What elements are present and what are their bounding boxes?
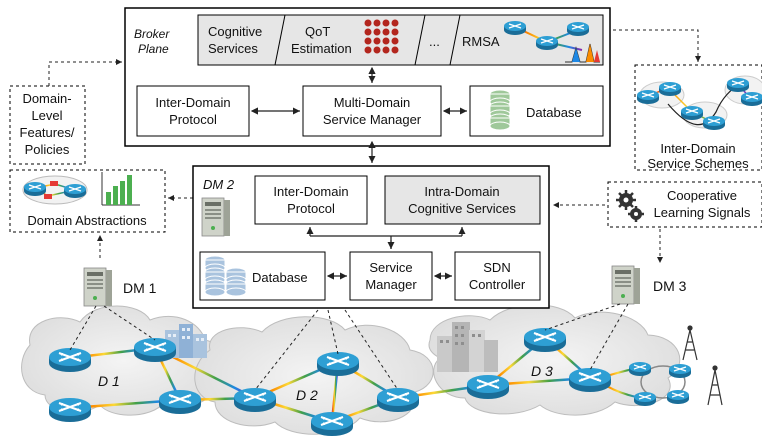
bar-chart-icon [101, 172, 140, 206]
cognitive-services-line2: Services [208, 41, 258, 56]
dm1-control-links [69, 305, 156, 351]
dm2-interdomain-line2: Protocol [287, 201, 335, 216]
dm2-control-links [254, 309, 399, 391]
router-icon [158, 389, 202, 415]
router-icon [233, 387, 277, 413]
broker-title-line1: Broker [134, 27, 170, 41]
dm3-server-icon [611, 265, 641, 305]
qot-line2: Estimation [291, 41, 352, 56]
policies-line4: Policies [25, 142, 70, 157]
router-icon [48, 347, 92, 373]
service-schemes-line2: Service Schemes [647, 156, 749, 171]
multi-domain-service-manager-box [302, 85, 442, 137]
dm3-control-links [544, 303, 629, 371]
router-icon [466, 374, 510, 400]
domain-d3-label: D 3 [531, 363, 553, 379]
dm1-label: DM 1 [123, 280, 157, 296]
router-icon [523, 327, 567, 353]
antenna-tower-icon [682, 325, 723, 406]
intradomain-cognitive-box [384, 175, 541, 225]
router-icon [310, 411, 354, 437]
dm3-label: DM 3 [653, 278, 687, 294]
rmsa-topology-icon [503, 20, 600, 63]
cognitive-services-banner: Cognitive Services QoT Estimation ... RM… [197, 14, 604, 66]
learning-signals-line1: Cooperative [667, 188, 737, 203]
broker-arrows [250, 66, 467, 115]
router-icon [133, 337, 177, 363]
dm2-server-icon [201, 197, 231, 237]
rmsa-label: RMSA [462, 34, 500, 49]
dm1-server-icon [83, 267, 113, 307]
dm2-interdomain-line1: Inter-Domain [273, 184, 348, 199]
policies-line3: Features/ [20, 125, 75, 140]
dm2-title: DM 2 [203, 177, 235, 192]
interdomain-schemes-icon [636, 75, 762, 131]
dm2-manager-line2: Manager [365, 277, 417, 292]
broker-interdomain-line1: Inter-Domain [155, 95, 230, 110]
domain-d2-label: D 2 [296, 387, 318, 403]
policies-line1: Domain- [22, 91, 71, 106]
policies-line2: Level [31, 108, 62, 123]
qot-line1: QoT [305, 24, 330, 39]
broker-database-label: Database [526, 105, 582, 120]
router-icon [316, 351, 360, 377]
router-icon [568, 367, 612, 393]
router-icon [376, 387, 420, 413]
city-buildings-icon [437, 322, 498, 372]
service-schemes-line1: Inter-Domain [660, 141, 735, 156]
service-manager-line2: Service Manager [323, 112, 422, 127]
sdn-line2: Controller [469, 277, 526, 292]
dm2-database-label: Database [252, 270, 308, 285]
dm2-service-manager-box [349, 251, 433, 301]
broker-title-line2: Plane [138, 42, 169, 56]
service-manager-line1: Multi-Domain [334, 95, 411, 110]
sdn-line1: SDN [483, 260, 510, 275]
broker-interdomain-line2: Protocol [169, 112, 217, 127]
dm2-manager-line1: Service [369, 260, 412, 275]
router-icon [48, 397, 92, 423]
ellipsis-label: ... [429, 34, 440, 49]
cognitive-services-line1: Cognitive [208, 24, 262, 39]
gears-icon [616, 190, 644, 222]
sdn-controller-box [454, 251, 541, 301]
dm2-arrows [306, 227, 466, 280]
intradomain-line1: Intra-Domain [424, 184, 499, 199]
domain-d1-label: D 1 [98, 373, 120, 389]
policies-box [9, 85, 86, 165]
intradomain-line2: Cognitive Services [408, 201, 516, 216]
policies-to-broker-arrow [48, 59, 122, 86]
domain-abstractions-label: Domain Abstractions [27, 213, 147, 228]
broker-interdomain-protocol-box [136, 85, 250, 137]
broker-to-schemes-arrow [613, 29, 701, 62]
neural-network-icon [364, 19, 399, 54]
learning-signals-line2: Learning Signals [654, 205, 751, 220]
database-icon [489, 89, 511, 131]
dm2-interdomain-protocol-box [254, 175, 368, 225]
topology-abstraction-icon [22, 175, 88, 205]
